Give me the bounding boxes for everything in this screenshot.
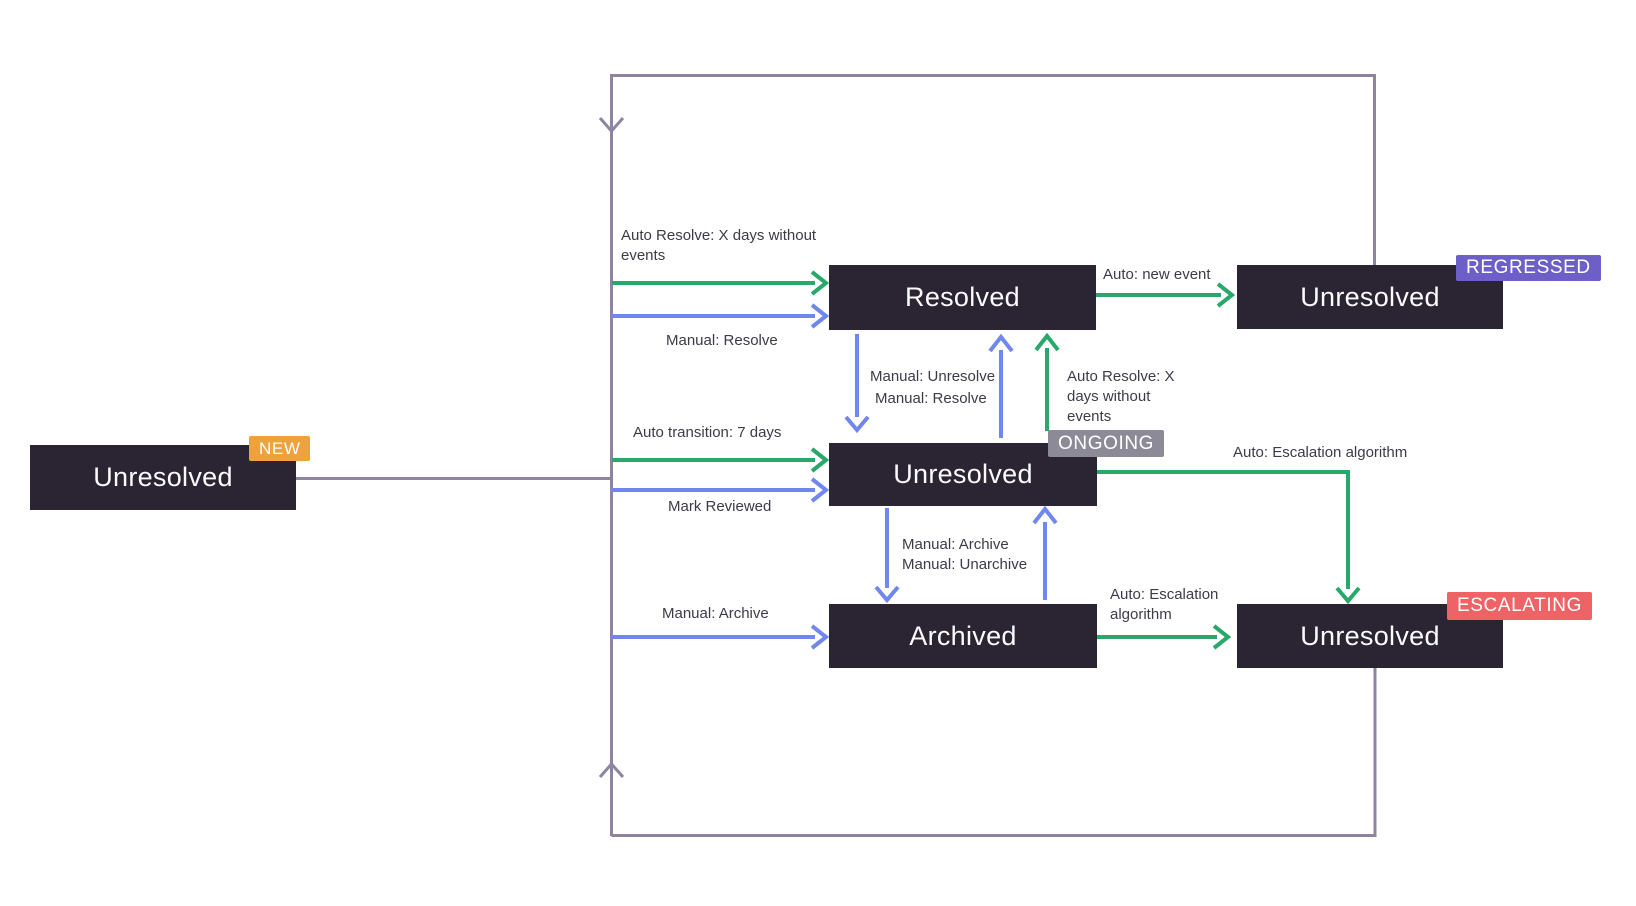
arrowhead-down-icon bbox=[1335, 586, 1361, 605]
transition-label-auto-resolve: Auto Resolve: X days without events bbox=[1067, 368, 1175, 425]
transition-label-manual-archive: Manual: Archive bbox=[662, 605, 769, 622]
state-box-resolved: Resolved bbox=[829, 265, 1096, 330]
arrowhead-right-icon bbox=[810, 477, 830, 503]
transition-label-auto-transition-7-days: Auto transition: 7 days bbox=[633, 424, 782, 441]
state-label: Unresolved bbox=[893, 459, 1033, 489]
state-label: Resolved bbox=[905, 282, 1020, 312]
state-label: Unresolved bbox=[1300, 620, 1440, 651]
transition-label-manual-resolve: Manual: Resolve bbox=[666, 332, 778, 349]
arrowhead-up-icon bbox=[1034, 332, 1060, 352]
arrowhead-down-icon bbox=[844, 415, 870, 434]
arrowhead-down-icon bbox=[874, 585, 900, 604]
state-label: Unresolved bbox=[93, 462, 233, 492]
arrowhead-right-icon bbox=[1216, 282, 1236, 308]
badge-new: NEW bbox=[249, 436, 311, 461]
auto-transition-arrows bbox=[612, 270, 1361, 650]
loop-bottom-route bbox=[611, 668, 1377, 837]
state-label: Unresolved bbox=[1300, 281, 1440, 312]
arrowhead-right-icon bbox=[810, 447, 830, 473]
loop-arrowhead-down-icon bbox=[598, 117, 625, 134]
transition-label-auto-new-event: Auto: new event bbox=[1103, 266, 1211, 283]
transition-label-manual-resolve: Manual: Resolve bbox=[875, 390, 987, 407]
transition-label-mark-reviewed: Mark Reviewed bbox=[668, 498, 772, 515]
loop-top-route bbox=[610, 74, 1376, 836]
arrowhead-right-icon bbox=[810, 624, 830, 650]
state-box-archived: Archived bbox=[829, 604, 1097, 668]
state-label: Archived bbox=[909, 620, 1017, 651]
loop-arrowhead-up-icon bbox=[598, 761, 625, 778]
arrowhead-up-icon bbox=[988, 333, 1014, 353]
transition-label-auto-escalation-algorithm: Auto: Escalation algorithm bbox=[1233, 444, 1408, 461]
arrow-auto-escalation-from-ongoing bbox=[1097, 470, 1350, 589]
manual-transition-arrows bbox=[612, 303, 1058, 650]
transition-label-auto-escalation-algorithm: Auto: Escalation algorithm bbox=[1110, 586, 1219, 623]
badge-regressed: REGRESSED bbox=[1456, 255, 1601, 281]
transition-label-manual-unarchive: Manual: Unarchive bbox=[902, 556, 1028, 573]
badge-escalating: ESCALATING bbox=[1447, 592, 1592, 620]
transition-label-manual-unresolve: Manual: Unresolve bbox=[870, 368, 996, 385]
arrowhead-right-icon bbox=[810, 270, 830, 296]
badge-ongoing: ONGOING bbox=[1048, 430, 1165, 457]
arrowhead-up-icon bbox=[1032, 505, 1058, 525]
transition-label-manual-archive: Manual: Archive bbox=[902, 536, 1009, 553]
arrowhead-right-icon bbox=[810, 303, 830, 329]
transition-label-auto-resolve: Auto Resolve: X days without events bbox=[621, 227, 817, 264]
arrowhead-right-icon bbox=[1212, 624, 1232, 650]
loop-path bbox=[296, 74, 1377, 837]
